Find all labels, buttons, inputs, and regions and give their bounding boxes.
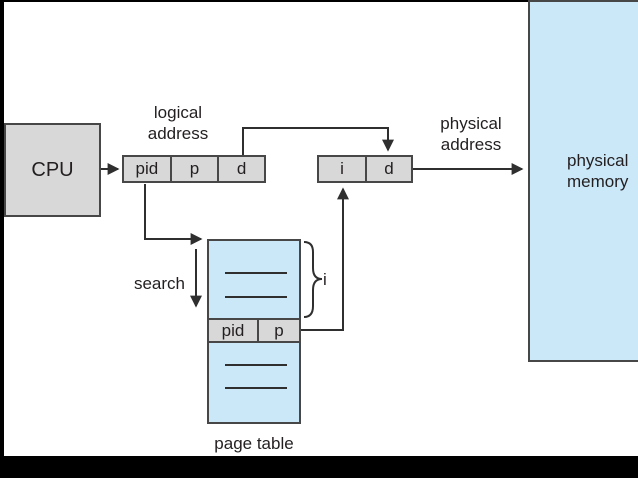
- logical-address-caption-line1: logical: [153, 103, 203, 122]
- page-table-matched-entry-row: pid p: [207, 318, 301, 343]
- physical-memory-label-line1: physical: [567, 151, 629, 170]
- arrow-pid-to-page-table: [144, 184, 203, 245]
- logical-register-cell-pid: pid: [135, 159, 159, 178]
- frame-bar-left: [0, 0, 4, 478]
- logical-address-register: pid p d: [122, 155, 266, 183]
- logical-register-cell-p: p: [169, 157, 218, 181]
- entry-cell-pid: pid: [221, 320, 245, 340]
- physical-address-caption-line2: address: [440, 135, 502, 154]
- search-label: search: [133, 274, 185, 293]
- logical-register-cell-d: d: [217, 157, 264, 181]
- page-table-entry-line: [225, 296, 287, 298]
- entry-cell-p: p: [257, 320, 299, 341]
- physical-memory-label-line2: memory: [567, 172, 629, 191]
- page-table-entry-line: [225, 364, 287, 366]
- frame-bar-bottom: [0, 456, 638, 478]
- physical-memory-label: physical memory: [567, 150, 628, 192]
- index-brace: [303, 241, 323, 318]
- cpu-label: CPU: [31, 158, 74, 181]
- physical-register-cell-d: d: [364, 157, 411, 181]
- arrow-d-offset-to-physical-register: [242, 127, 394, 156]
- page-table-entry-line: [225, 387, 287, 389]
- logical-address-caption: logical address: [128, 102, 228, 144]
- frame-bar-top: [0, 0, 638, 2]
- page-table-caption: page table: [214, 434, 294, 453]
- logical-address-caption-line2: address: [147, 124, 209, 143]
- arrow-entry-index-to-i-cell: [301, 187, 349, 331]
- physical-register-cell-i: i: [340, 159, 344, 178]
- physical-memory-box: [528, 0, 638, 362]
- page-table-entry-line: [225, 272, 287, 274]
- physical-address-caption-line1: physical: [440, 114, 502, 133]
- cpu-box: CPU: [4, 123, 101, 217]
- physical-address-register: i d: [317, 155, 413, 183]
- physical-address-caption: physical address: [421, 113, 521, 155]
- index-i-label: i: [323, 270, 327, 289]
